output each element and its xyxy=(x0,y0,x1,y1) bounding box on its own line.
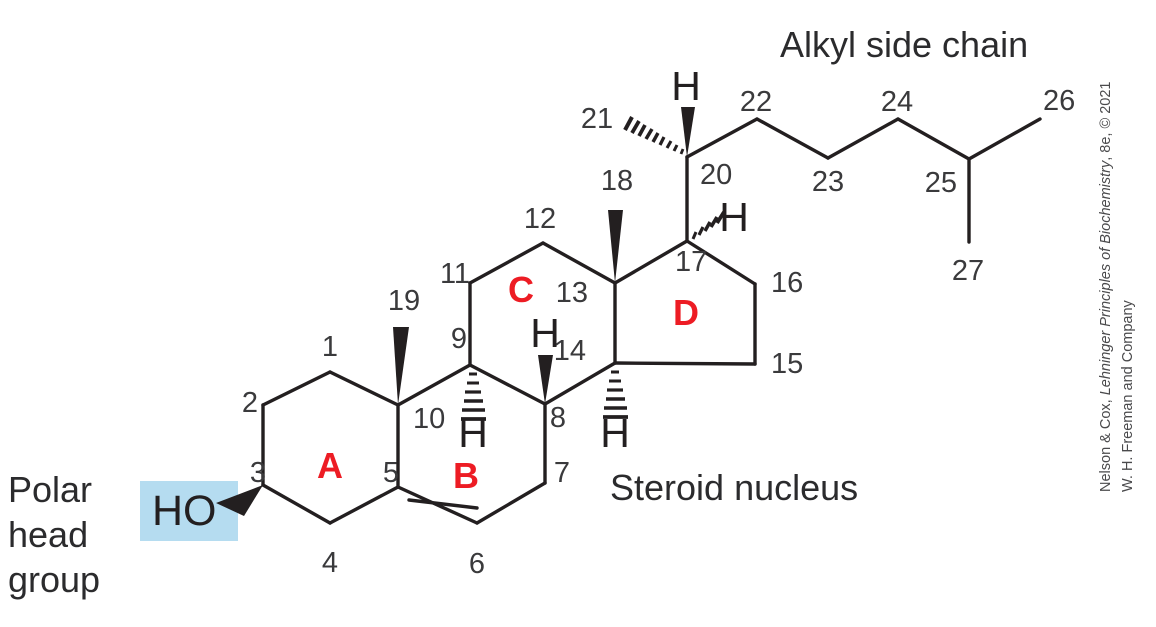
hydrogen-label-c14: H xyxy=(600,410,630,456)
locant-6: 6 xyxy=(469,548,485,580)
wedge-c20-hydrogen xyxy=(681,107,695,157)
credit-publisher: W. H. Freeman and Company xyxy=(1120,299,1136,492)
locant-10: 10 xyxy=(413,403,445,435)
credit-line-1: Nelson & Cox, Lehninger Principles of Bi… xyxy=(1098,82,1114,492)
hydrogen-label-c9: H xyxy=(458,410,488,456)
ring-c-bonds xyxy=(468,241,617,406)
locant-21: 21 xyxy=(581,103,613,135)
locant-11: 11 xyxy=(440,258,470,290)
locant-18: 18 xyxy=(601,165,633,197)
ring-letter-d: D xyxy=(673,292,699,333)
polar-head-highlight xyxy=(140,481,238,541)
hash-wedge-c17-hydrogen xyxy=(691,210,726,240)
locant-4: 4 xyxy=(322,547,338,579)
locant-5: 5 xyxy=(383,457,399,489)
locant-17: 17 xyxy=(675,246,707,278)
hash-wedge-c14-hydrogen xyxy=(603,370,628,419)
credit-authors: Nelson & Cox, xyxy=(1098,395,1114,492)
locant-23: 23 xyxy=(812,166,844,198)
wedge-c8-hydrogen xyxy=(538,355,553,404)
locant-8: 8 xyxy=(550,402,566,434)
ring-letter-b: B xyxy=(453,455,479,496)
ring-letter-a: A xyxy=(317,445,343,486)
credit-line-2: W. H. Freeman and Company xyxy=(1120,299,1136,492)
ring-b-bonds xyxy=(396,363,547,525)
hydroxyl-label: HO xyxy=(152,487,217,535)
ring-letter-c: C xyxy=(508,269,534,310)
hydrogen-label-c17: H xyxy=(719,194,749,240)
locant-3: 3 xyxy=(250,457,266,489)
locant-20: 20 xyxy=(700,159,732,191)
hydrogen-label-c20: H xyxy=(671,63,701,109)
wedge-c19-methyl xyxy=(393,327,409,405)
steroid-nucleus-label: Steroid nucleus xyxy=(610,467,858,508)
ring-d-bonds xyxy=(613,239,757,366)
locant-12: 12 xyxy=(524,203,556,235)
locant-9: 9 xyxy=(451,323,467,355)
locant-13: 13 xyxy=(556,277,588,309)
hash-wedge-c9-hydrogen xyxy=(461,372,486,421)
alkyl-side-chain-label: Alkyl side chain xyxy=(780,24,1028,65)
locant-25: 25 xyxy=(925,167,957,199)
polar-head-group-line1: Polar xyxy=(8,469,92,510)
ring-a-bonds xyxy=(261,370,400,525)
locant-14: 14 xyxy=(554,335,586,367)
locant-27: 27 xyxy=(952,255,984,287)
locant-2: 2 xyxy=(242,387,258,419)
locant-24: 24 xyxy=(881,86,913,118)
wedge-c3-hydroxyl xyxy=(216,485,263,516)
locant-15: 15 xyxy=(771,348,803,380)
credit-edition-copyright: , 8e, © 2021 xyxy=(1098,82,1114,161)
polar-head-group-line2: head xyxy=(8,514,88,555)
wedge-c18-methyl xyxy=(608,210,623,283)
hydrogen-label-c8: H xyxy=(530,310,560,356)
locant-19: 19 xyxy=(388,285,420,317)
polar-head-group-line3: group xyxy=(8,559,100,600)
locant-7: 7 xyxy=(554,457,570,489)
credit-booktitle: Lehninger Principles of Biochemistry xyxy=(1098,160,1114,395)
svg-text:Nelson & Cox, Lehninger Princi: Nelson & Cox, Lehninger Principles of Bi… xyxy=(1098,82,1114,492)
alkyl-side-chain-bonds xyxy=(685,117,1042,244)
locant-16: 16 xyxy=(771,267,803,299)
hash-wedge-c21-methyl xyxy=(623,116,685,155)
locant-22: 22 xyxy=(740,86,772,118)
locant-26: 26 xyxy=(1043,85,1075,117)
locant-1: 1 xyxy=(322,331,338,363)
